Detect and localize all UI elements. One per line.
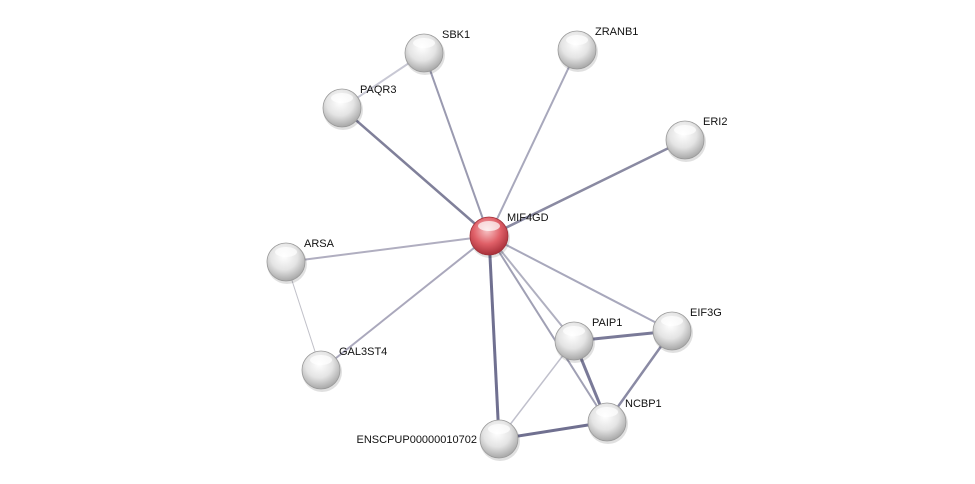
node-label-eif3g: EIF3G: [690, 307, 722, 319]
node-ncbp1[interactable]: [587, 402, 628, 444]
edge-mif4gd-sbk1[interactable]: [423, 52, 490, 237]
node-mif4gd[interactable]: [469, 216, 510, 258]
node-label-zranb1: ZRANB1: [595, 26, 638, 38]
edge-mif4gd-paqr3[interactable]: [341, 107, 490, 237]
node-gal3st4[interactable]: [301, 350, 342, 392]
node-label-eri2: ERI2: [703, 116, 727, 128]
edge-mif4gd-arsa[interactable]: [285, 235, 490, 263]
edge-mif4gd-paip1[interactable]: [488, 235, 575, 342]
node-paip1[interactable]: [554, 321, 595, 363]
node-label-sbk1: SBK1: [442, 29, 470, 41]
node-eri2[interactable]: [665, 120, 706, 162]
node-enscpup[interactable]: [479, 419, 520, 461]
node-sbk1[interactable]: [404, 33, 445, 75]
node-label-mif4gd: MIF4GD: [507, 212, 549, 224]
edge-mif4gd-gal3st4[interactable]: [320, 235, 490, 371]
node-label-enscpup: ENSCPUP00000010702: [357, 434, 477, 446]
node-label-arsa: ARSA: [304, 238, 335, 250]
edge-mif4gd-zranb1[interactable]: [488, 49, 578, 237]
node-label-paqr3: PAQR3: [360, 84, 396, 96]
node-paqr3[interactable]: [322, 88, 363, 130]
node-arsa[interactable]: [266, 242, 307, 284]
nodes-layer: [266, 30, 706, 461]
node-label-ncbp1: NCBP1: [625, 398, 662, 410]
node-eif3g[interactable]: [652, 311, 693, 353]
edge-mif4gd-eif3g[interactable]: [488, 235, 673, 332]
node-label-paip1: PAIP1: [592, 317, 622, 329]
edge-mif4gd-ncbp1[interactable]: [488, 235, 608, 423]
edge-mif4gd-enscpup[interactable]: [487, 235, 501, 440]
edge-mif4gd-eri2[interactable]: [488, 138, 686, 238]
node-zranb1[interactable]: [557, 30, 598, 72]
node-label-gal3st4: GAL3ST4: [339, 346, 387, 358]
edge-paip1-enscpup[interactable]: [498, 340, 575, 440]
